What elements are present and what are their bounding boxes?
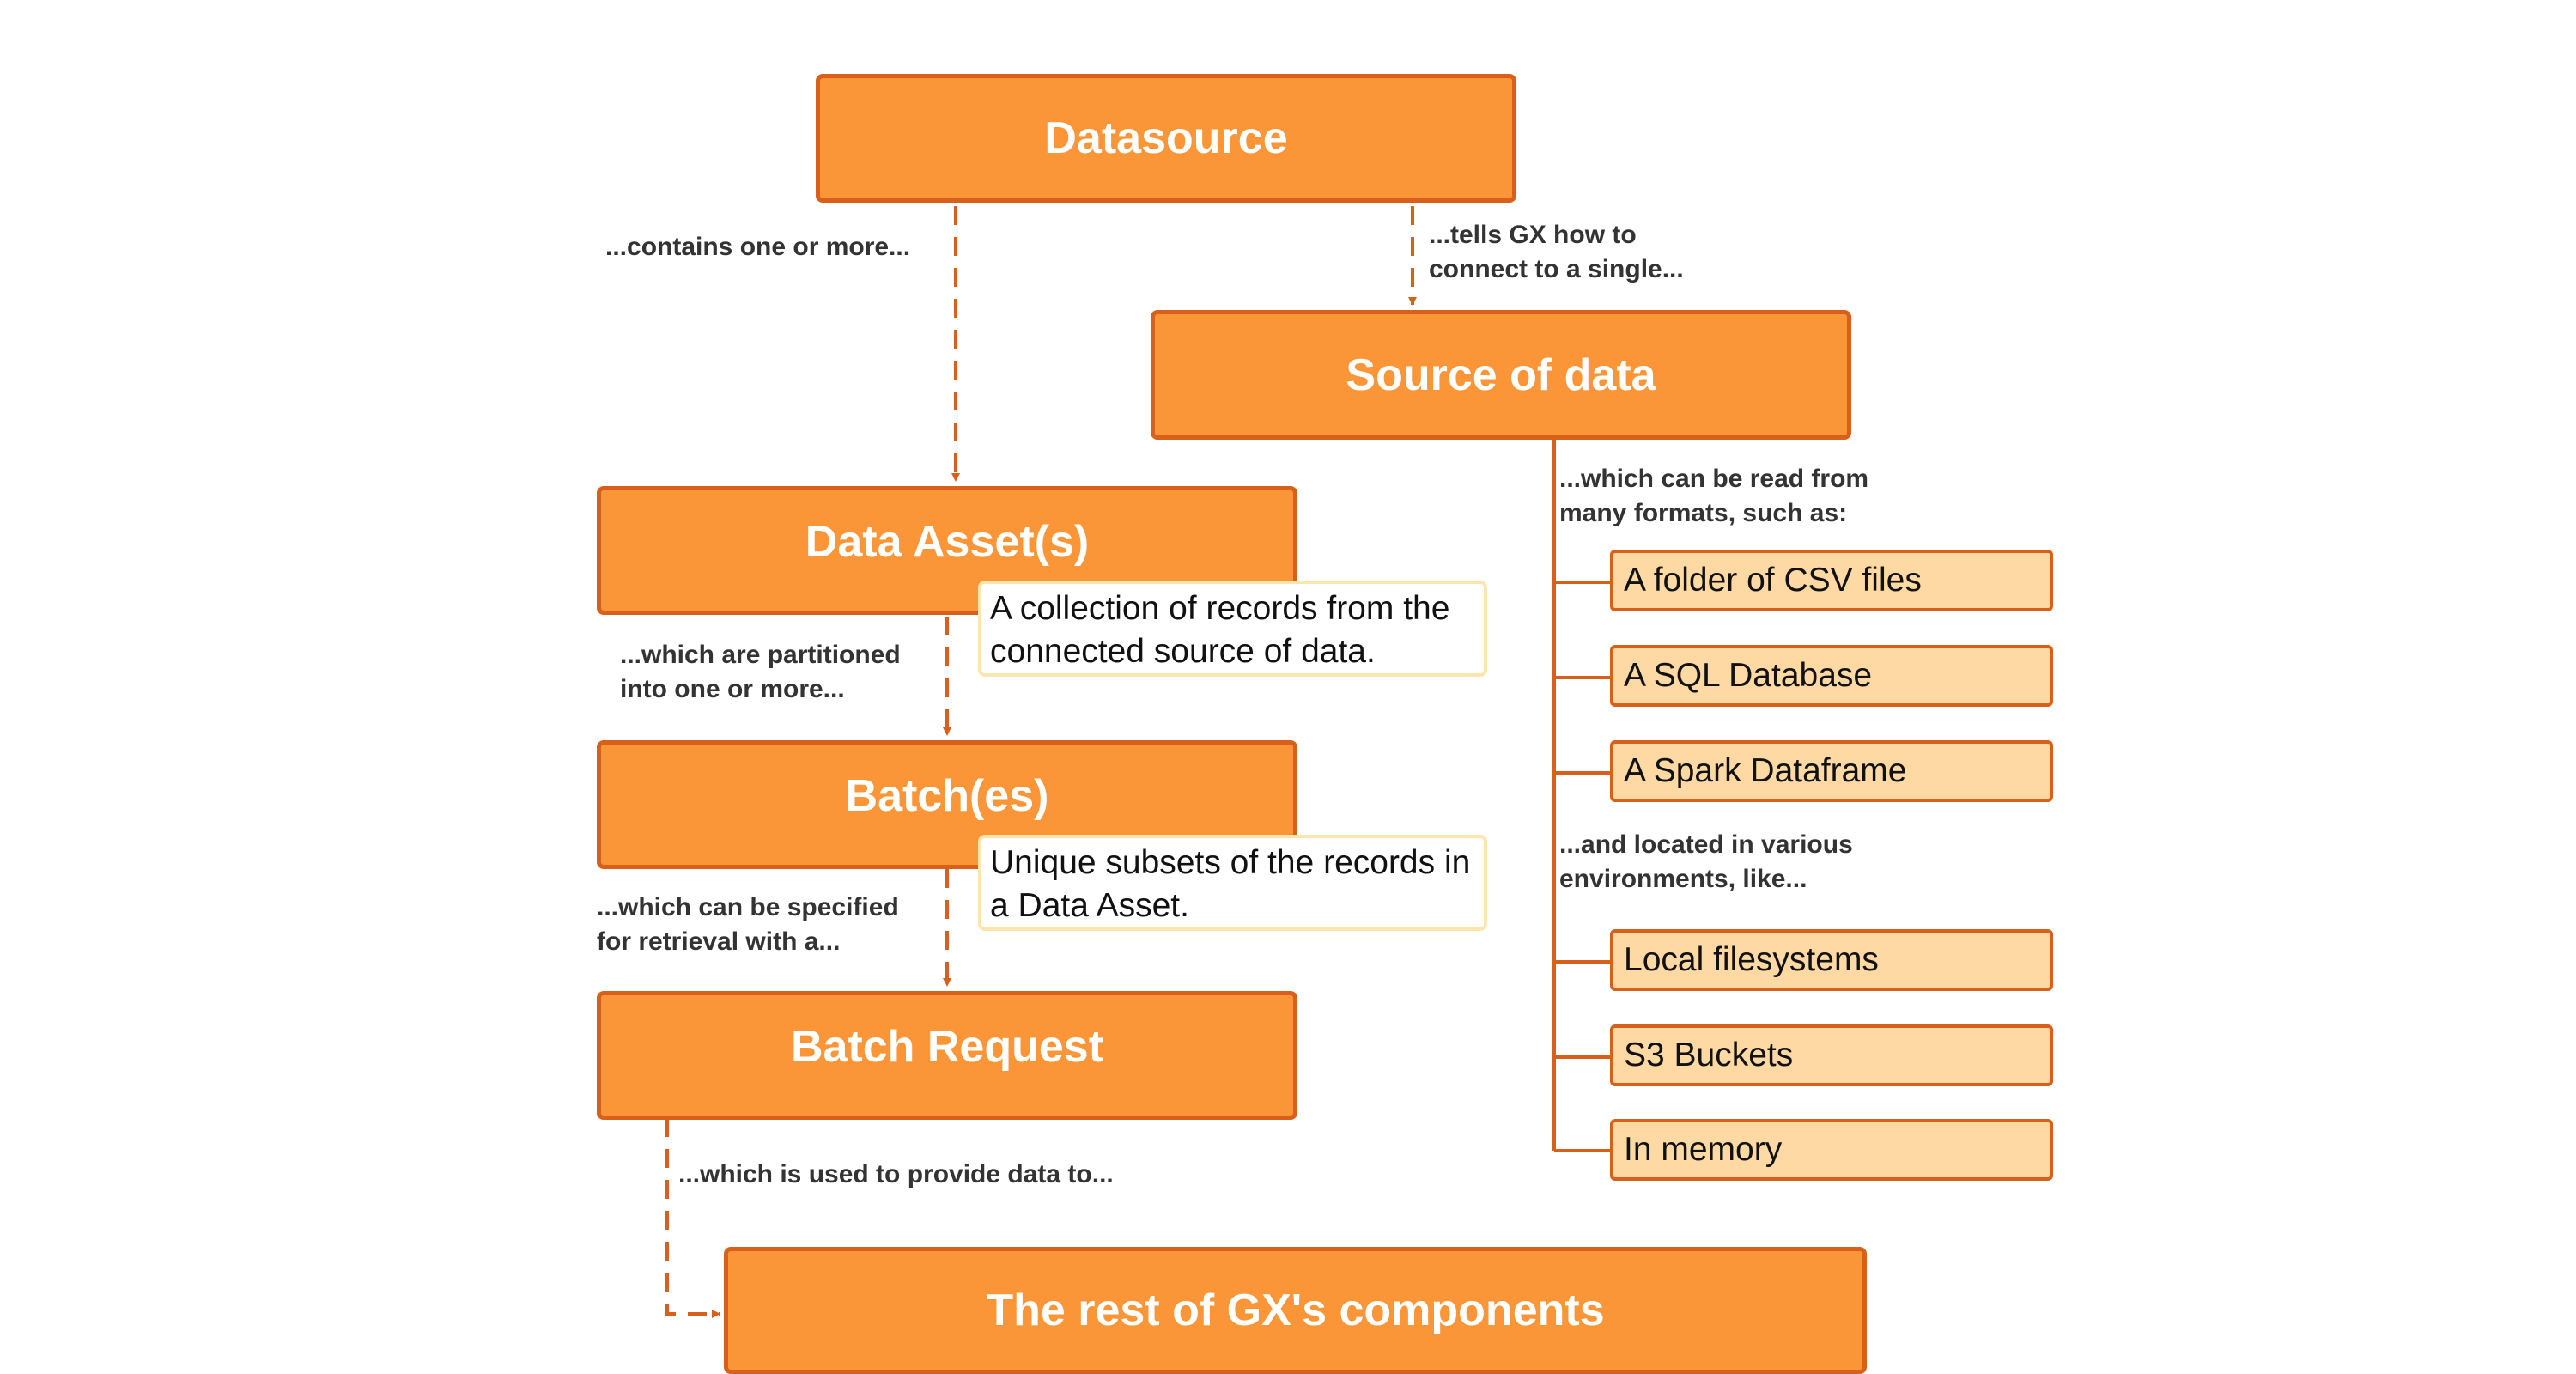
- environment-item-local: Local filesystems: [1610, 929, 2053, 991]
- label-specified: ...which can be specified for retrieval …: [597, 893, 899, 956]
- batches-label: Batch(es): [845, 771, 1049, 821]
- label-provide: ...which is used to provide data to...: [678, 1160, 1114, 1189]
- source-of-data-box: Source of data: [1151, 310, 1851, 440]
- environment-item-memory: In memory: [1610, 1119, 2053, 1181]
- batch-request-box: Batch Request: [597, 991, 1297, 1120]
- label-environments: ...and located in various environments, …: [1559, 830, 1853, 893]
- label-contains: ...contains one or more...: [605, 233, 911, 261]
- connector-provide: [665, 1118, 720, 1318]
- label-formats: ...which can be read from many formats, …: [1559, 465, 1869, 527]
- data-assets-label: Data Asset(s): [805, 517, 1090, 567]
- datasource-box: Datasource: [816, 74, 1516, 203]
- batch-request-label: Batch Request: [790, 1022, 1104, 1072]
- rest-of-gx-label: The rest of GX's components: [986, 1286, 1605, 1335]
- datasource-label: Datasource: [1044, 113, 1288, 163]
- rest-of-gx-box: The rest of GX's components: [724, 1247, 1867, 1374]
- label-partitioned: ...which are partitioned into one or mor…: [620, 641, 901, 703]
- batches-note: Unique subsets of the records in a Data …: [978, 835, 1487, 931]
- format-item-spark: A Spark Dataframe: [1610, 740, 2053, 802]
- format-item-sql: A SQL Database: [1610, 645, 2053, 707]
- environment-item-s3: S3 Buckets: [1610, 1024, 2053, 1086]
- source-of-data-label: Source of data: [1346, 350, 1656, 400]
- data-assets-note: A collection of records from the connect…: [978, 581, 1487, 677]
- format-item-csv: A folder of CSV files: [1610, 550, 2053, 611]
- label-tells: ...tells GX how to connect to a single..…: [1429, 221, 1684, 283]
